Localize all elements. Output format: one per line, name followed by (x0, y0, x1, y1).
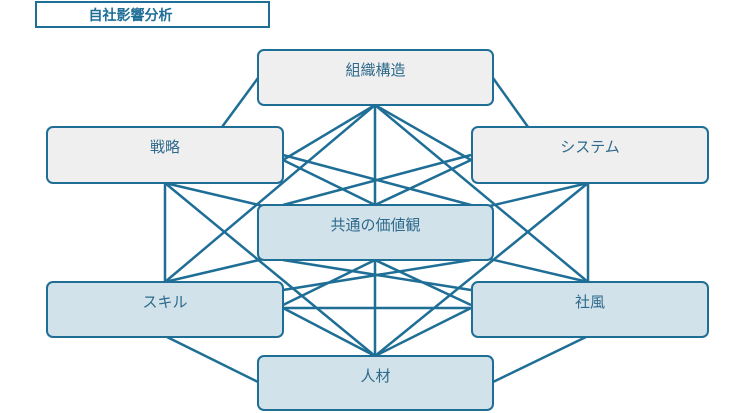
edge-culture-people (492, 334, 589, 384)
node-system: システム (471, 126, 709, 184)
node-strategy-label: 戦略 (149, 138, 180, 156)
node-people-label: 人材 (360, 367, 391, 385)
edge-org-culture (374, 104, 589, 283)
node-people: 人材 (257, 355, 494, 411)
edge-skill-people (164, 334, 259, 384)
edge-culture-people-inner (374, 306, 472, 358)
diagram-title: 自社影響分析 (88, 7, 173, 24)
edge-org-strategy (220, 77, 260, 128)
node-org-structure-label: 組織構造 (345, 61, 406, 79)
node-skill-label: スキル (142, 293, 188, 311)
node-skill: スキル (46, 281, 284, 338)
node-shared-values-label: 共通の価値観 (330, 216, 421, 234)
edge-org-system-inner (374, 103, 472, 162)
edge-skill-people-inner (282, 306, 376, 358)
edge-strategy-people (164, 182, 376, 357)
edge-system-values (374, 158, 472, 207)
edge-org-system (491, 77, 530, 128)
node-org-structure: 組織構造 (257, 49, 494, 106)
edge-org-strategy-inner (282, 103, 376, 162)
edge-strategy-system-b (282, 153, 472, 207)
node-culture: 社風 (471, 281, 709, 338)
node-culture-label: 社風 (574, 293, 605, 311)
edge-system-people (374, 182, 589, 357)
node-system-label: システム (560, 138, 620, 156)
edge-org-skill (164, 104, 376, 283)
node-shared-values: 共通の価値観 (257, 204, 494, 261)
edge-strategy-values (282, 158, 376, 207)
diagram-title-box: 自社影響分析 (35, 1, 270, 28)
node-strategy: 戦略 (46, 126, 284, 184)
edge-culture-cross (282, 258, 472, 292)
